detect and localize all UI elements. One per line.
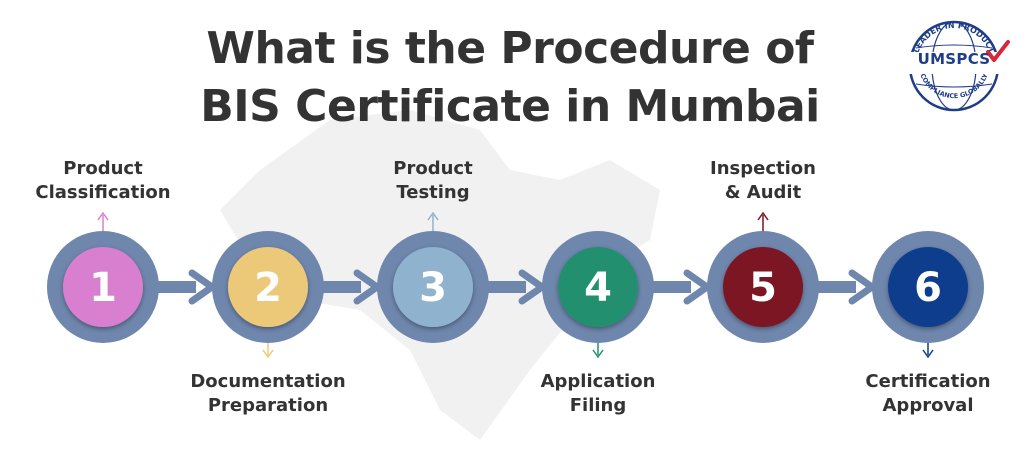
step-number: 1 — [89, 265, 117, 311]
step-label-line-1: Product — [63, 158, 143, 179]
step-pointer-arrow-icon — [262, 349, 274, 359]
step-number: 3 — [419, 265, 447, 311]
logo-check-icon — [986, 40, 1010, 62]
step-label-line-2: Classification — [35, 182, 171, 203]
logo-globe-icon: LEADER IN PRODUCT COMPLIANCE GLOBALLY — [898, 20, 1010, 112]
step-disc — [888, 247, 968, 327]
step-pointer-arrow-icon — [757, 211, 769, 221]
step-label-line-1: Inspection — [710, 158, 816, 179]
connector-arrow-2 — [322, 269, 381, 305]
step-label-line-2: Approval — [882, 395, 974, 416]
step-label-line-2: Testing — [396, 182, 470, 203]
step-pointer-arrow-icon — [592, 349, 604, 359]
umspcs-logo: LEADER IN PRODUCT COMPLIANCE GLOBALLY UM… — [894, 14, 1014, 114]
connector-arrow-3 — [487, 269, 546, 305]
step-disc — [723, 247, 803, 327]
step-label-line-2: Preparation — [207, 395, 329, 416]
connector-arrow-5 — [817, 269, 876, 305]
page-title-line-1: What is the Procedure of — [206, 23, 814, 74]
step-pointer-arrow-icon — [97, 211, 109, 221]
step-label-line-2: & Audit — [724, 182, 802, 203]
step-disc — [393, 247, 473, 327]
step-2: 2 — [212, 231, 324, 359]
step-pointer-arrow-icon — [922, 349, 934, 359]
step-6: 6 — [872, 231, 984, 359]
step-label-line-2: Filing — [569, 395, 627, 416]
step-number: 5 — [749, 265, 777, 311]
step-number: 4 — [584, 265, 612, 311]
step-3: 3 — [377, 211, 489, 343]
step-label-line-1: Product — [393, 158, 473, 179]
step-4: 4 — [542, 231, 654, 359]
step-5: 5 — [707, 211, 819, 343]
step-disc — [558, 247, 638, 327]
step-1: 1 — [47, 211, 159, 343]
step-label-line-1: Certification — [865, 371, 991, 392]
connector-arrow-4 — [652, 269, 711, 305]
step-label-line-1: Application — [540, 371, 656, 392]
connector-arrow-1 — [157, 269, 216, 305]
step-5-label: Inspection & Audit — [663, 157, 863, 205]
step-pointer-arrow-icon — [427, 211, 439, 221]
step-label-line-1: Documentation — [190, 371, 346, 392]
page-title-line-2: BIS Certificate in Mumbai — [200, 81, 820, 132]
step-number: 2 — [254, 265, 282, 311]
logo-wordmark: UMSPCS — [917, 50, 991, 68]
step-disc — [228, 247, 308, 327]
step-disc — [63, 247, 143, 327]
step-number: 6 — [914, 265, 942, 311]
